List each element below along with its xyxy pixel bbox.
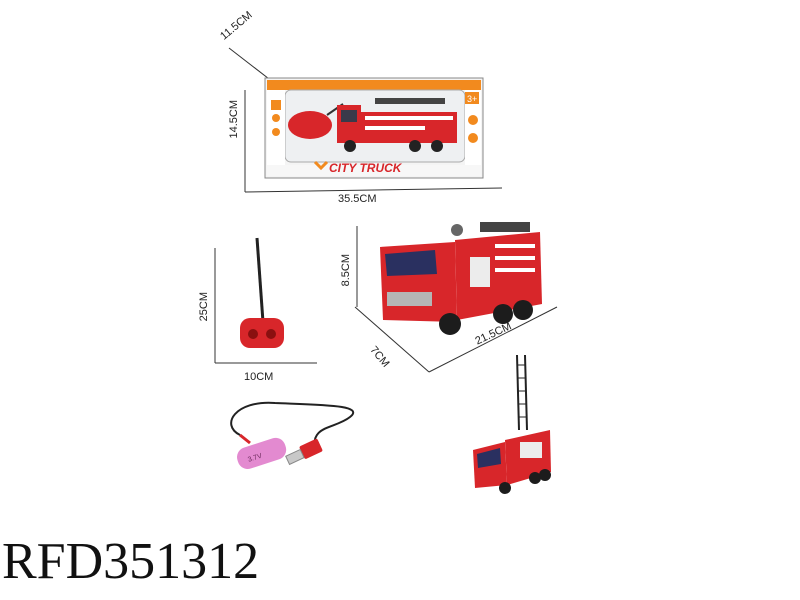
truck-wheel [493,304,513,324]
truck-grille [387,292,432,306]
dim-line-width [244,187,503,193]
package-svg: CITY TRUCK 3+ [228,47,503,193]
product-code: RFD351312 [2,533,260,590]
battery-cable-illustration: 3.7V [215,395,365,485]
dim-line-truck-depth [354,306,430,373]
ladder-truck-svg [473,354,551,494]
feature-icon [272,114,280,122]
brand-chevron-icon [313,160,329,171]
brand-text: CITY TRUCK [329,161,403,175]
battery-svg: 3.7V [230,401,354,470]
svg-text:3.7V: 3.7V [247,453,263,464]
dim-line-depth [228,47,274,83]
ladder-truck-illustration [465,350,565,500]
truck-body [455,232,542,320]
feature-icon [468,133,478,143]
truck-panel [470,257,490,287]
age-badge-bg [465,92,479,104]
box-top-stripe [267,80,481,90]
dim-height-label: 14.5CM [228,100,240,139]
battery-wire [239,433,251,445]
truck-svg [354,222,558,373]
ladder-truck-wheel [499,482,511,494]
dim-controller-width-label: 10CM [244,371,274,383]
feature-icon [468,115,478,125]
truck-illustration [345,212,565,377]
truck-in-box [337,98,457,152]
logo-icon [271,100,281,110]
truck-wheel [439,313,461,335]
ladder-truck-panel [520,442,542,458]
controller-antenna [255,237,265,323]
package-illustration: CITY TRUCK 3+ [215,20,515,210]
truck-stripe [495,256,535,260]
usb-cable [230,401,354,451]
dim-width-label: 35.5CM [338,193,377,205]
ladder [516,354,528,431]
controller-svg [214,237,317,364]
dim-line-truck-length [428,306,558,373]
box-right-panel [465,90,481,165]
truck-stripe [495,268,535,272]
feature-icon [272,128,280,136]
truck-wheel [513,300,533,320]
dim-truck-height-label: 8.5CM [340,254,352,287]
box-bottom-strip [267,165,481,176]
truck-roof-equipment [480,222,530,232]
usb-plug [285,438,323,466]
controller-illustration [205,230,325,370]
age-badge: 3+ [467,94,477,104]
dim-controller-height-label: 25CM [198,292,210,322]
ladder-truck-windshield [477,448,501,468]
controller-body [240,318,284,348]
truck-nozzle [451,224,463,236]
ladder-truck-wheel [529,472,541,484]
ladder-truck-wheel [539,469,551,481]
controller-in-box [288,111,332,139]
controller-button [266,329,276,339]
truck-stripe [495,244,535,248]
battery: 3.7V [237,437,287,470]
truck-windshield [385,250,437,276]
controller-button [248,329,258,339]
